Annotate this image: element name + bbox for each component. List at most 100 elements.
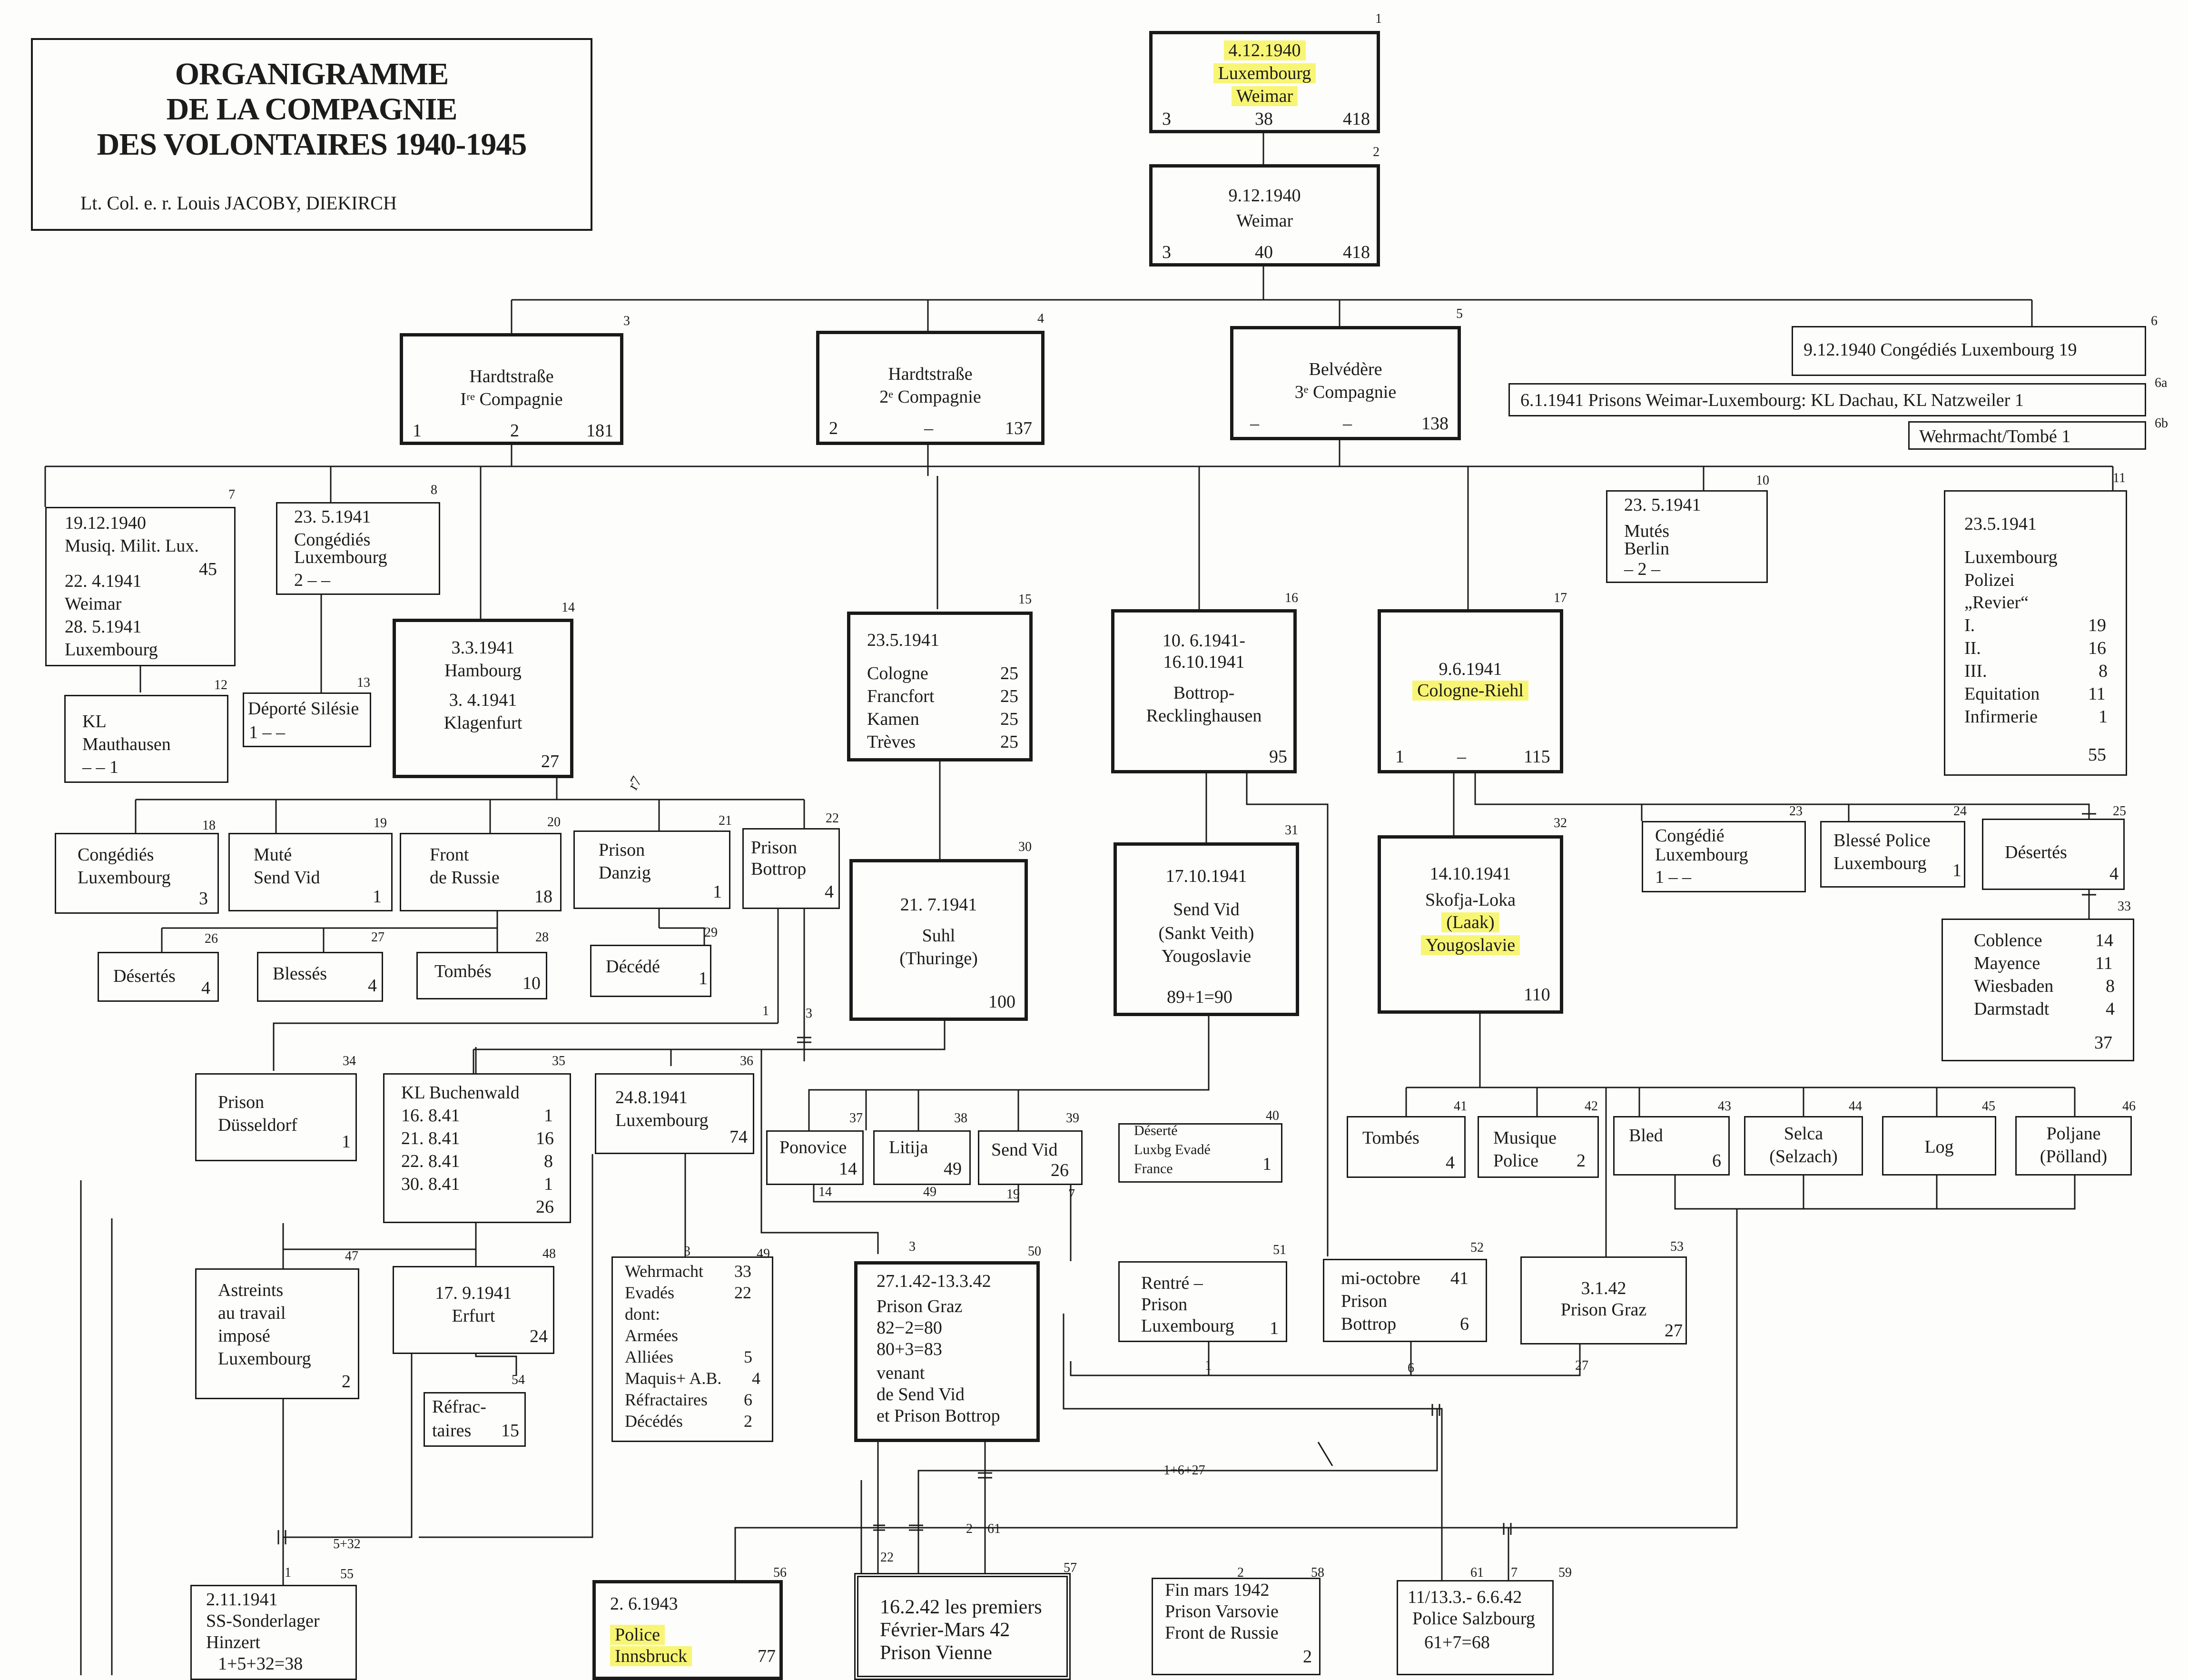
node-53-line-1: 3.1.42 (1581, 1278, 1626, 1298)
node-51-line-1: Rentré – (1141, 1273, 1203, 1293)
node-43-count: 6 (1712, 1151, 1721, 1171)
node-22-number: 22 (826, 811, 839, 826)
node-54-count: 15 (501, 1421, 519, 1441)
node-14-number: 14 (562, 600, 575, 615)
page-title: ORGANIGRAMME DE LA COMPAGNIE DES VOLONTA… (33, 57, 591, 162)
title-line-3: DES VOLONTAIRES 1940-1945 (97, 127, 527, 162)
node-16-line-3: Bottrop- (1173, 683, 1235, 703)
flow-label: 1+6+27 (1163, 1463, 1205, 1478)
node-28-number: 28 (535, 930, 549, 945)
node-6-text: 9.12.1940 Congédiés Luxembourg 19 (1804, 340, 2077, 360)
node-50-line-2: Prison Graz (877, 1296, 963, 1316)
node-37: Ponovice 14 (766, 1130, 864, 1185)
node-51-line-3: Luxembourg (1141, 1316, 1234, 1336)
node-40-line-1: Déserté (1134, 1123, 1178, 1138)
node-30-line-1: 21. 7.1941 (900, 895, 977, 915)
node-53-count: 27 (1665, 1321, 1683, 1341)
node-44-line-2: (Selzach) (1769, 1146, 1838, 1166)
node-49-v7: 6 (744, 1390, 752, 1409)
node-29-count: 1 (699, 968, 708, 988)
node-49-l2: Evadés (625, 1283, 674, 1302)
node-11-total: 55 (2088, 745, 2106, 765)
node-52-v1: 41 (1450, 1268, 1469, 1288)
node-47-line-2: au travail (218, 1303, 286, 1323)
node-47-count: 2 (342, 1372, 351, 1392)
node-46-line-1: Poljane (2046, 1124, 2101, 1144)
node-31-line-4: Yougoslavie (1161, 946, 1252, 966)
node-33-c3: Wiesbaden (1974, 976, 2054, 996)
node-14: 3.3.1941 Hambourg 3. 4.1941 Klagenfurt 2… (393, 619, 573, 778)
node-52-line-1: mi-octobre (1341, 1268, 1420, 1288)
node-42-line-1: Musique (1493, 1128, 1557, 1148)
node-17-date: 9.6.1941 (1439, 659, 1502, 679)
node-11-i-label: I. (1964, 615, 1975, 635)
header-box: ORGANIGRAMME DE LA COMPAGNIE DES VOLONTA… (31, 38, 592, 231)
node-34-number: 34 (343, 1054, 356, 1068)
node-25-line-1: Désertés (2005, 842, 2067, 862)
node-5: Belvédère 3ᵉ Compagnie – – 138 (1230, 326, 1461, 440)
node-21-count: 1 (713, 882, 722, 902)
node-21-line-2: Danzig (599, 863, 651, 883)
node-30: 21. 7.1941 Suhl (Thuringe) 100 (849, 859, 1028, 1021)
node-3-number: 3 (623, 314, 630, 328)
node-41-line-1: Tombés (1362, 1128, 1419, 1148)
node-34-line-1: Prison (218, 1092, 265, 1112)
node-40-line-2: Luxbg Evadé (1134, 1142, 1211, 1157)
node-24: Blessé Police Luxembourg 1 (1820, 821, 1965, 888)
node-39-line-1: Send Vid (991, 1140, 1058, 1160)
node-55-line-1: 2.11.1941 (206, 1590, 278, 1610)
node-18-line-1: Congédiés (78, 845, 154, 865)
node-47-line-3: imposé (218, 1326, 270, 1346)
node-30-line-2: Suhl (922, 926, 956, 946)
node-44: Selca (Selzach) (1744, 1116, 1863, 1176)
node-5-foot-c: 138 (1421, 414, 1449, 434)
node-6b-number: 6b (2155, 416, 2168, 431)
node-37-line-1: Ponovice (779, 1137, 847, 1157)
node-14-total: 27 (541, 751, 559, 771)
node-58-line-2: Prison Varsovie (1165, 1601, 1279, 1621)
node-40-number: 40 (1266, 1108, 1279, 1123)
node-30-total: 100 (988, 992, 1015, 1012)
node-51-count: 1 (1270, 1318, 1279, 1338)
node-23-line-3: 1 – – (1655, 867, 1691, 887)
node-25-number: 25 (2113, 804, 2126, 819)
node-28-line-1: Tombés (434, 961, 492, 981)
node-30-line-3: (Thuringe) (899, 949, 978, 968)
node-49-v1: 33 (734, 1262, 751, 1281)
flow-label: 1 (1205, 1358, 1212, 1373)
node-7-number: 7 (228, 487, 235, 502)
node-6: 9.12.1940 Congédiés Luxembourg 19 (1792, 326, 2146, 376)
node-11-line-2: Luxembourg (1964, 547, 2058, 567)
node-39: Send Vid 26 (978, 1130, 1083, 1185)
node-52-line-3: Bottrop (1341, 1314, 1397, 1334)
node-10-line-4: – 2 – (1624, 559, 1660, 579)
node-11-inf-value: 1 (2099, 707, 2108, 727)
node-50-line-5: venant (877, 1363, 925, 1383)
node-16-number: 16 (1285, 591, 1298, 605)
node-27: Blessés 4 (257, 952, 383, 1002)
node-33-v2: 11 (2095, 953, 2113, 973)
node-45: Log (1882, 1116, 1996, 1176)
node-18-number: 18 (202, 818, 216, 833)
node-35-v2: 16 (536, 1128, 554, 1148)
node-5-foot-a: – (1250, 414, 1259, 434)
node-49-number: 49 (757, 1246, 770, 1261)
node-39-number: 39 (1066, 1111, 1079, 1126)
node-21: Prison Danzig 1 (573, 830, 730, 909)
node-34-line-2: Düsseldorf (218, 1115, 297, 1135)
node-4-line-2: 2ᵉ Compagnie (879, 387, 981, 407)
node-38-count: 49 (944, 1159, 962, 1179)
node-33: Coblence 14 Mayence 11 Wiesbaden 8 Darms… (1942, 919, 2134, 1061)
node-58-line-3: Front de Russie (1165, 1623, 1279, 1643)
node-12: KL Mauthausen – – 1 (64, 695, 228, 783)
node-14-line-2: Hambourg (444, 661, 522, 681)
node-7-line-4: 22. 4.1941 (65, 571, 142, 591)
node-15-v4: 25 (1000, 732, 1018, 752)
node-59-line-1: 11/13.3.- 6.6.42 (1408, 1587, 1522, 1607)
node-47-line-1: Astreints (218, 1280, 284, 1300)
node-5-number: 5 (1456, 306, 1463, 321)
node-49-l6: Maquis+ A.B. (625, 1369, 722, 1388)
node-57-line-2: Février-Mars 42 (880, 1619, 1010, 1641)
node-52-line-2: Prison (1341, 1291, 1388, 1311)
node-31: 17.10.1941 Send Vid (Sankt Veith) Yougos… (1114, 842, 1299, 1016)
